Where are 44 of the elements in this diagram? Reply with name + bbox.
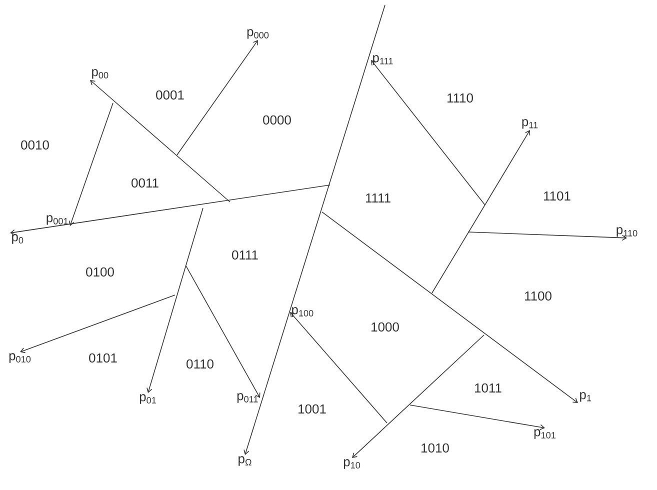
point-label: p$_{010}$ [9,353,31,363]
arrow [290,312,388,424]
arrow [90,80,230,202]
region-label: 1111 [366,194,390,202]
region-label: 0100 [86,267,114,277]
point-label: p$_{Ω}$ [238,456,252,466]
region-label: 1101 [544,191,570,201]
arrow [20,294,176,354]
point-label: p$_{101}$ [534,429,556,439]
point-label: p$_{1}$ [580,392,592,402]
region-label: 1011 [475,383,502,393]
region-label: 0111 [232,250,258,260]
point-label: p$_{00}$ [92,69,108,79]
point-label: p$_{110}$ [616,227,638,237]
arrow [410,404,545,430]
arrow [468,232,627,241]
arrow [10,184,330,236]
arrow [432,130,530,294]
region-label: 1110 [448,93,473,103]
point-label: p$_{000}$ [247,29,269,39]
region-label: 0000 [263,115,291,125]
arrow [146,208,204,393]
point-label: p$_{11}$ [522,119,538,129]
region-label: 0110 [186,359,214,369]
point-label: p$_{011}$ [237,393,258,403]
arrow [322,212,578,403]
point-label: p$_{0}$ [12,234,24,244]
point-label: p$_{001}$ [46,215,68,225]
region-label: 0001 [156,90,184,100]
arrow [176,40,258,156]
arrow [352,334,484,458]
region-label: 0010 [21,140,49,150]
point-label: p$_{10}$ [344,459,360,469]
region-label: 1100 [525,291,552,301]
arrow [371,60,486,206]
region-label: 0101 [89,353,117,363]
region-label: 1000 [372,322,399,332]
region-label: 1010 [422,443,449,453]
arrow [186,266,260,398]
arrow [68,102,114,226]
point-label: p$_{01}$ [140,394,156,404]
region-label: 1001 [298,404,326,414]
region-label: 0011 [132,178,158,188]
arrow [244,4,386,455]
